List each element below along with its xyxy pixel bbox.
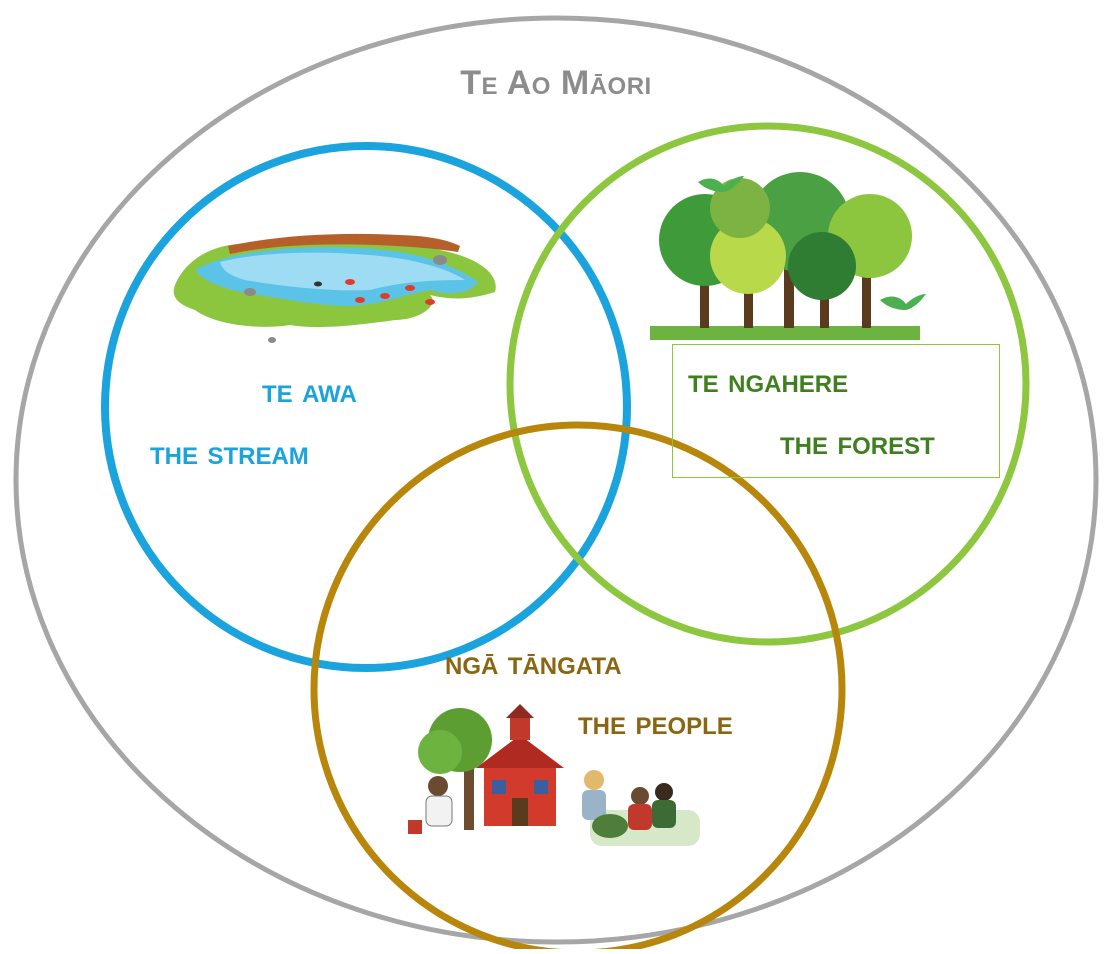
birds-icon (698, 176, 926, 310)
stream-circle (101, 142, 631, 672)
te-ao-maori-title: Te Ao Māori (460, 64, 652, 102)
forest-label-english: The forest (780, 424, 935, 462)
people-label-english: The people (578, 704, 733, 742)
stream-illustration (173, 233, 496, 343)
forest-label-box (672, 344, 1000, 478)
stream-label-maori: Te awa (262, 372, 357, 410)
school-house-illustration (418, 704, 564, 830)
people-circle (310, 421, 846, 954)
children-planting-illustration (408, 770, 700, 846)
forest-trees-illustration (650, 172, 920, 340)
forest-label-maori: Te ngahere (688, 362, 849, 400)
people-label-maori: Ngā tāngata (445, 644, 622, 682)
outer-circle-te-ao-maori (13, 15, 1099, 945)
forest-circle (506, 122, 1030, 646)
stream-label-english: The stream (150, 434, 309, 472)
